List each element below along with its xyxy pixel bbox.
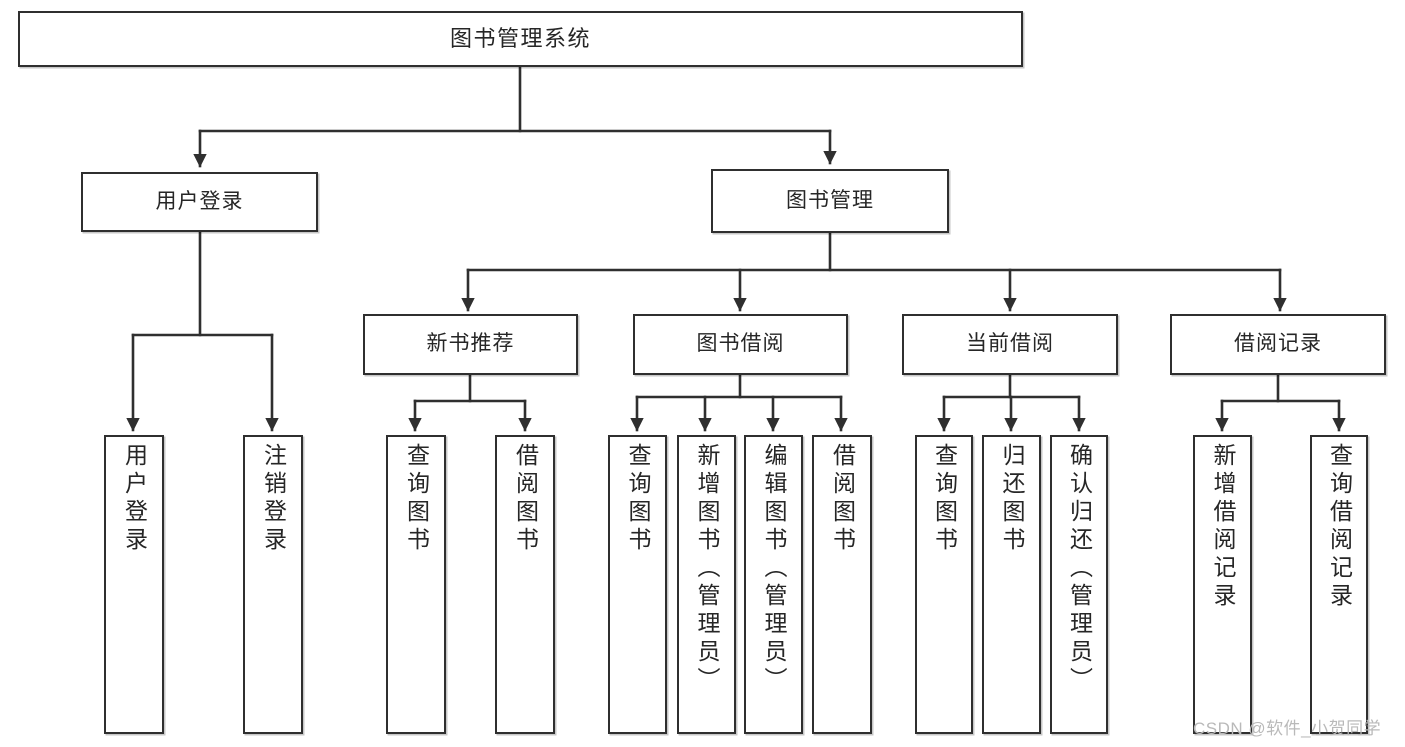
leaf-borrow-edit-book-admin[interactable]: 编辑图书（管理员） (744, 435, 803, 734)
node-label: 用户登录 (121, 443, 148, 555)
node-label: 归还图书 (999, 443, 1025, 555)
node-book-borrow[interactable]: 图书借阅 (633, 314, 848, 375)
leaf-user-logout[interactable]: 注销登录 (243, 435, 303, 734)
leaf-current-confirm-return-admin[interactable]: 确认归还（管理员） (1050, 435, 1108, 734)
leaf-current-query-book[interactable]: 查询图书 (915, 435, 973, 734)
leaf-record-query-record[interactable]: 查询借阅记录 (1310, 435, 1368, 734)
leaf-current-return-book[interactable]: 归还图书 (982, 435, 1041, 734)
node-label: 用户登录 (155, 189, 244, 213)
node-label: 借阅图书 (829, 443, 856, 555)
leaf-user-login[interactable]: 用户登录 (104, 435, 164, 734)
node-user-login[interactable]: 用户登录 (81, 172, 318, 232)
node-current-borrow[interactable]: 当前借阅 (902, 314, 1118, 375)
node-root-system[interactable]: 图书管理系统 (18, 11, 1023, 67)
node-label: 查询图书 (625, 443, 651, 555)
leaf-borrow-add-book-admin[interactable]: 新增图书（管理员） (677, 435, 736, 734)
node-book-management[interactable]: 图书管理 (711, 169, 949, 233)
node-label: 注销登录 (260, 443, 287, 555)
node-label: 图书管理 (786, 188, 874, 212)
leaf-record-add-record[interactable]: 新增借阅记录 (1193, 435, 1252, 734)
node-label: 确认归还（管理员） (1066, 443, 1093, 695)
node-label: 图书管理系统 (449, 26, 591, 52)
node-label: 新书推荐 (426, 332, 515, 356)
leaf-borrow-query-book[interactable]: 查询图书 (608, 435, 667, 734)
leaf-newbook-query-book[interactable]: 查询图书 (386, 435, 446, 734)
node-new-book-recommend[interactable]: 新书推荐 (363, 314, 578, 375)
node-label: 新增借阅记录 (1210, 443, 1236, 611)
node-label: 借阅图书 (512, 443, 539, 555)
leaf-newbook-borrow-book[interactable]: 借阅图书 (495, 435, 555, 734)
node-label: 查询图书 (931, 443, 958, 555)
node-label: 查询图书 (403, 443, 430, 555)
node-label: 编辑图书（管理员） (761, 443, 787, 695)
node-label: 新增图书（管理员） (694, 443, 720, 695)
leaf-borrow-borrow-book[interactable]: 借阅图书 (812, 435, 872, 734)
node-label: 借阅记录 (1234, 332, 1322, 356)
node-borrow-record[interactable]: 借阅记录 (1170, 314, 1386, 375)
csdn-watermark: CSDN @软件_小贺同学 (1193, 719, 1382, 738)
node-label: 当前借阅 (966, 332, 1054, 356)
node-label: 查询借阅记录 (1326, 443, 1353, 611)
node-label: 图书借阅 (696, 332, 785, 356)
